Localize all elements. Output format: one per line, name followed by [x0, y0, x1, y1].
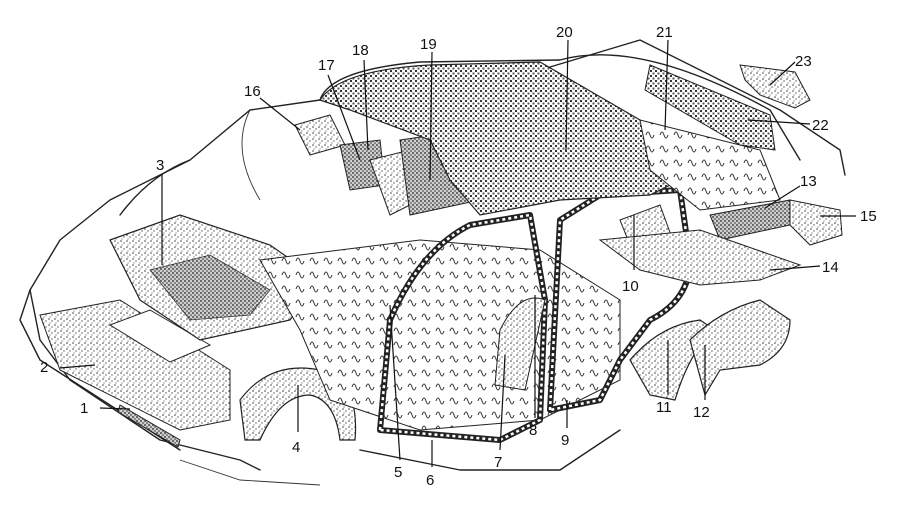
callout-5: 5	[394, 464, 402, 481]
callout-20: 20	[556, 24, 573, 41]
callout-11: 11	[656, 399, 672, 416]
dashboard-insulation-left	[294, 114, 346, 156]
trunk-lid-pad	[739, 64, 811, 109]
callout-6: 6	[426, 472, 434, 489]
rear-shelf-insulation	[644, 64, 776, 151]
front-floor-insulation	[39, 299, 231, 431]
callout-13: 13	[800, 173, 817, 190]
callout-9: 9	[561, 432, 569, 449]
callout-22: 22	[812, 117, 829, 134]
hood-insulation-inner	[149, 254, 271, 321]
callout-17: 17	[318, 57, 335, 74]
callout-3: 3	[156, 157, 164, 174]
rear-shelf-strip	[639, 119, 781, 211]
callout-15: 15	[860, 208, 877, 225]
callout-1: 1	[80, 400, 88, 417]
floor-insulation	[259, 239, 621, 431]
callout-21: 21	[656, 24, 673, 41]
callouts: 1 2 3 4 5 6 7 8 9 10 11 12 13 14 15 16 1	[40, 24, 877, 489]
callout-18: 18	[352, 42, 369, 59]
rear-arch-panel	[689, 299, 791, 397]
rear-door-seal-inner	[548, 188, 692, 412]
callout-12: 12	[693, 404, 710, 421]
headliner	[319, 61, 691, 216]
trunk-side-panel	[789, 199, 843, 246]
callout-4: 4	[292, 439, 300, 456]
callout-8: 8	[529, 422, 537, 439]
front-floor-cutout	[108, 309, 212, 363]
front-panel-pad	[117, 404, 181, 448]
callout-14: 14	[822, 259, 839, 276]
callout-10: 10	[622, 278, 639, 295]
front-door-seal-inner	[378, 213, 547, 442]
callout-23: 23	[795, 53, 812, 70]
callout-19: 19	[420, 36, 437, 53]
b-pillar-pad	[494, 297, 546, 391]
callout-16: 16	[244, 83, 261, 100]
callout-2: 2	[40, 359, 48, 376]
callout-7: 7	[494, 454, 502, 471]
trunk-floor-insulation	[598, 229, 802, 286]
